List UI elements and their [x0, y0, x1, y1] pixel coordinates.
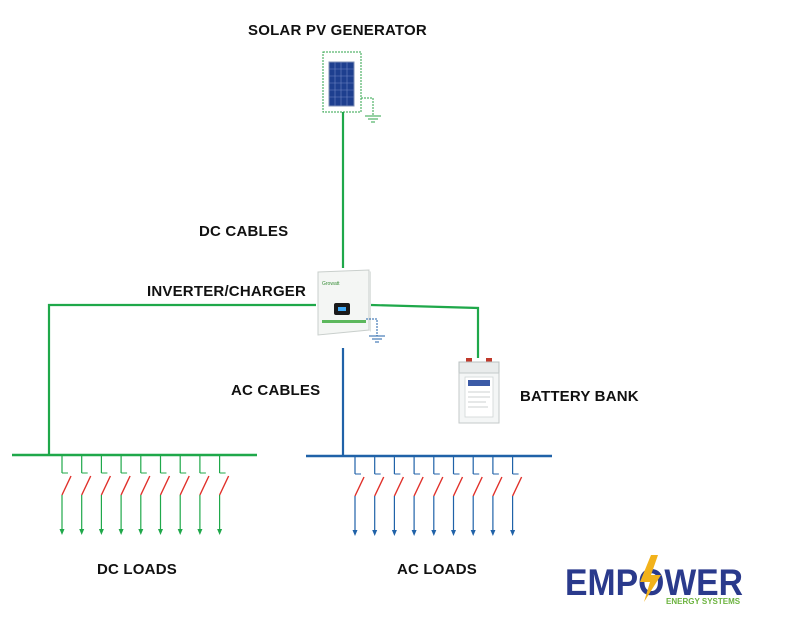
inverter-charger-label: INVERTER/CHARGER	[147, 283, 307, 300]
ac-load-switch	[413, 476, 424, 497]
battery-bank-label: BATTERY BANK	[520, 388, 639, 405]
dc-load-arrow-icon	[79, 529, 85, 535]
ac-load-arrow-icon	[411, 530, 417, 536]
dc-load-arrow-icon	[197, 529, 203, 535]
ac-load-arrow-icon	[372, 530, 378, 536]
ac-loads-label: AC LOADS	[397, 561, 477, 578]
dc-load-circuit	[98, 455, 112, 535]
ac-load-circuit	[431, 456, 444, 536]
dc-load-arrow-icon	[59, 529, 65, 535]
dc-load-arrow-icon	[118, 529, 124, 535]
dc-load-circuit	[118, 455, 131, 535]
ac-load-switch	[393, 476, 405, 497]
dc-load-switch	[140, 475, 151, 496]
ac-load-switch	[511, 476, 523, 497]
ac-load-circuits	[352, 456, 523, 536]
ac-load-circuit	[451, 456, 464, 536]
ac-load-arrow-icon	[451, 530, 456, 536]
dc-load-arrow-icon	[177, 529, 183, 535]
ac-load-switch	[354, 476, 365, 497]
dc-cable-battery	[370, 303, 480, 358]
dc-load-switch	[81, 475, 92, 496]
dc-load-circuit	[79, 455, 92, 535]
ac-load-circuit	[510, 456, 523, 536]
ac-load-switch	[472, 476, 483, 497]
dc-load-switch	[159, 475, 171, 496]
dc-load-circuits	[59, 455, 230, 535]
inverter-icon: Growatt	[317, 269, 371, 336]
dc-load-circuit	[158, 455, 171, 535]
ac-load-arrow-icon	[470, 530, 476, 536]
solar-panel-icon	[322, 51, 362, 113]
ac-load-switch	[374, 476, 385, 497]
ac-load-circuit	[411, 456, 424, 536]
ac-load-arrow-icon	[490, 530, 496, 536]
inverter-ground-icon	[366, 318, 385, 343]
ac-load-arrow-icon	[391, 530, 397, 536]
dc-load-circuit	[217, 455, 230, 535]
solar-ground-icon	[361, 97, 381, 123]
dc-load-switch	[61, 475, 72, 496]
dc-load-switch	[179, 475, 190, 496]
dc-load-circuit	[59, 455, 72, 535]
dc-cables-label: DC CABLES	[199, 223, 289, 240]
ac-load-arrow-icon	[431, 530, 437, 536]
dc-load-switch	[120, 475, 131, 496]
inverter-brand: Growatt	[322, 281, 340, 287]
dc-load-switch	[199, 475, 210, 496]
ac-load-circuit	[352, 456, 365, 536]
dc-load-arrow-icon	[158, 529, 163, 535]
ac-load-circuit	[372, 456, 385, 536]
dc-load-arrow-icon	[217, 529, 223, 535]
ac-load-circuit	[391, 456, 405, 536]
dc-load-circuit	[177, 455, 190, 535]
dc-load-arrow-icon	[138, 529, 144, 535]
dc-load-circuit	[138, 455, 151, 535]
ac-load-arrow-icon	[510, 530, 516, 536]
dc-load-arrow-icon	[98, 529, 104, 535]
ac-load-switch	[433, 476, 444, 497]
battery-icon	[458, 358, 500, 424]
solar-generator-label: SOLAR PV GENERATOR	[248, 22, 427, 39]
logo-tagline: ENERGY SYSTEMS	[666, 597, 741, 606]
dc-load-circuit	[197, 455, 210, 535]
ac-load-circuit	[470, 456, 483, 536]
dc-cable-loads	[47, 303, 316, 455]
dc-loads-label: DC LOADS	[97, 561, 177, 578]
ac-cables-label: AC CABLES	[231, 382, 321, 399]
lightning-bolt-icon	[640, 555, 661, 602]
ac-load-switch	[492, 476, 503, 497]
ac-load-arrow-icon	[352, 530, 358, 536]
ac-load-circuit	[490, 456, 503, 536]
dc-load-switch	[100, 475, 112, 496]
dc-load-switch	[218, 475, 230, 496]
empower-logo: EMPOWER ENERGY SYSTEMS	[565, 555, 743, 606]
ac-load-switch	[452, 476, 464, 497]
